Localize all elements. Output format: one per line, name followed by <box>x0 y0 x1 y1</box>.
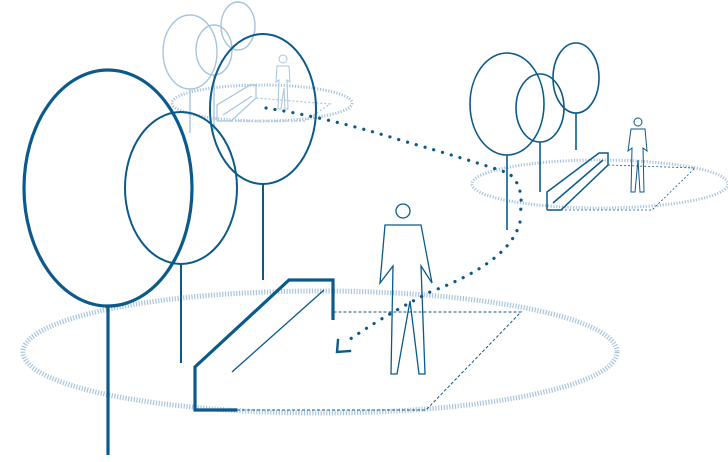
person-body <box>380 225 432 374</box>
front-tree-canopy-small <box>210 34 316 184</box>
front-group <box>23 34 617 455</box>
dotted-route <box>266 108 521 352</box>
back-right-person <box>628 118 647 192</box>
bench-outline <box>217 85 256 121</box>
front-trees <box>24 34 316 455</box>
back-right-tree-canopy <box>516 74 564 142</box>
back-left-trees <box>163 2 255 133</box>
front-tree-canopy-medium <box>125 112 237 264</box>
route-arrowhead-icon <box>337 340 350 352</box>
person-head <box>396 204 410 218</box>
back-left-bench <box>217 85 330 121</box>
front-tree-canopy-large <box>24 70 192 306</box>
bench-outline <box>195 280 333 410</box>
person-body <box>276 66 290 109</box>
front-person <box>380 204 432 374</box>
back-right-trees <box>470 43 599 230</box>
route-segment-lower <box>346 222 520 342</box>
back-left-person <box>276 55 290 109</box>
person-head <box>634 118 642 126</box>
bench-seat-line <box>232 290 324 372</box>
back-right-tree-canopy <box>553 43 599 113</box>
bench-shadow <box>237 312 521 410</box>
back-right-group <box>470 43 728 230</box>
route-segment-upper <box>266 108 521 215</box>
back-right-ground-ring <box>472 160 728 208</box>
front-ground-ring <box>23 291 617 413</box>
person-head <box>279 55 287 63</box>
